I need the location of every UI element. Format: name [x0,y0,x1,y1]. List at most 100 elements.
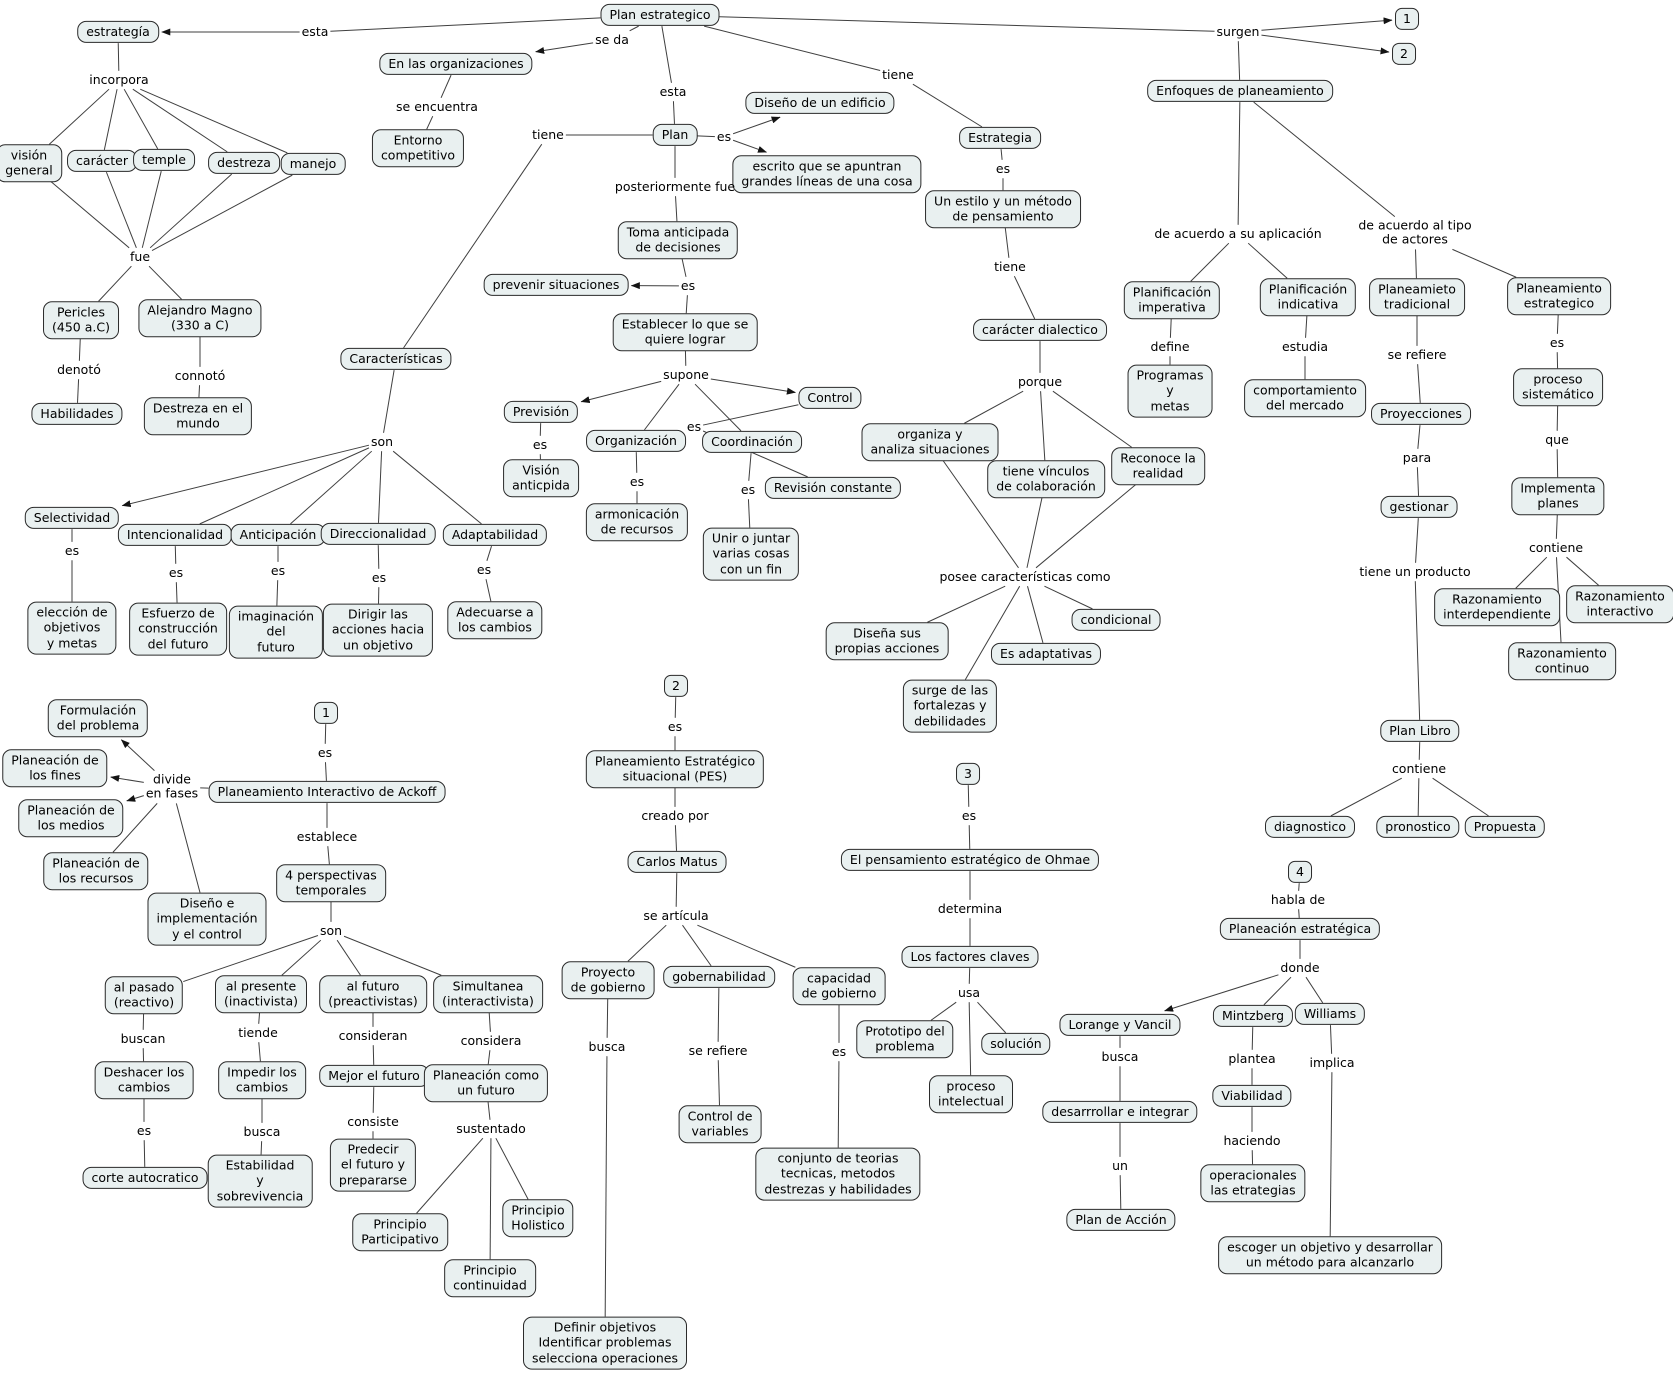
link-label-l_tiene_estilo[interactable]: tiene [994,258,1026,274]
concept-predecir[interactable]: Predecir el futuro y prepararse [329,1138,417,1192]
concept-toma[interactable]: Toma anticipada de decisiones [617,221,739,259]
concept-organizacion[interactable]: Organización [586,429,686,453]
concept-caracter[interactable]: carácter [67,149,137,173]
concept-plan_estr_c[interactable]: Planeación estratégica [1219,917,1381,941]
concept-prototipo[interactable]: Prototipo del problema [856,1020,954,1058]
link-label-l_es_toma[interactable]: es [680,277,696,293]
concept-en_org[interactable]: En las organizaciones [379,52,533,76]
concept-estilo[interactable]: Un estilo y un método de pensamiento [925,190,1081,228]
concept-proceso_sist[interactable]: proceso sistemático [1513,368,1603,406]
concept-num2_t[interactable]: 2 [1392,42,1416,66]
link-label-l_plantea[interactable]: plantea [1228,1050,1276,1066]
concept-viabilidad[interactable]: Viabilidad [1212,1084,1292,1108]
concept-gobernabilidad[interactable]: gobernabilidad [663,965,775,989]
concept-deshacer[interactable]: Deshacer los cambios [94,1061,194,1099]
concept-organiza[interactable]: organiza y analiza situaciones [861,423,999,461]
concept-plan_imper[interactable]: Planificación imperativa [1123,281,1221,319]
concept-conjunto[interactable]: conjunto de teorias tecnicas, metodos de… [755,1147,921,1201]
concept-plan_accion[interactable]: Plan de Acción [1066,1208,1176,1232]
concept-c1[interactable]: 1 [314,701,338,725]
concept-adaptativas[interactable]: Es adaptativas [990,642,1102,666]
concept-persp4[interactable]: 4 perspectivas temporales [276,864,386,902]
link-label-l_son2[interactable]: son [319,922,343,938]
concept-medios[interactable]: Planeación de los medios [18,799,124,837]
concept-fines[interactable]: Planeación de los fines [2,749,108,787]
concept-c4[interactable]: 4 [1288,860,1312,884]
concept-williams[interactable]: Williams [1294,1002,1366,1026]
concept-entorno[interactable]: Entorno competitivo [371,129,465,167]
link-label-l_divide[interactable]: divide en fases [145,771,199,801]
concept-recursos[interactable]: Planeación de los recursos [43,852,149,890]
link-label-l_busca_lor[interactable]: busca [1101,1048,1139,1064]
link-label-l_establece[interactable]: establece [296,828,358,844]
concept-armonicacion[interactable]: armonicación de recursos [585,503,689,541]
link-label-l_serefiere1[interactable]: se refiere [1387,346,1447,362]
concept-implementa[interactable]: Implementa planes [1511,477,1605,515]
concept-pasado[interactable]: al pasado (reactivo) [104,976,184,1014]
link-label-l_es_prev[interactable]: es [532,436,548,452]
concept-estrategia[interactable]: estrategía [77,20,159,44]
concept-proyecto[interactable]: Proyecto de gobierno [561,961,655,999]
concept-anticipacion[interactable]: Anticipación [230,523,326,547]
concept-adaptabilidad[interactable]: Adaptabilidad [442,523,548,547]
concept-raz_cont[interactable]: Razonamiento continuo [1508,642,1616,680]
concept-plan_futuro[interactable]: Planeación como un futuro [423,1064,549,1102]
link-label-l_busca_proy[interactable]: busca [588,1038,626,1054]
concept-participativo[interactable]: Principio Participativo [352,1213,448,1251]
concept-pes[interactable]: Planeamiento Estratégico situacional (PE… [585,750,765,788]
concept-diseno_edificio[interactable]: Diseño de un edificio [745,91,895,115]
link-label-l_posee[interactable]: posee características como [939,568,1111,584]
concept-vision_ant[interactable]: Visión anticpida [503,459,579,497]
concept-pericles[interactable]: Pericles (450 a.C) [43,301,119,339]
concept-formulacion[interactable]: Formulación del problema [47,699,149,737]
link-label-l_estudia[interactable]: estudia [1281,338,1329,354]
link-label-l_es_desh[interactable]: es [136,1122,152,1138]
concept-diagnostico[interactable]: diagnostico [1265,815,1355,839]
concept-capacidad[interactable]: capacidad de gobierno [792,967,886,1005]
link-label-l_habla[interactable]: habla de [1270,891,1326,907]
concept-surge[interactable]: surge de las fortalezas y debilidades [902,679,998,733]
concept-presente[interactable]: al presente (inactivista) [215,975,307,1013]
link-label-l_es_coord[interactable]: es [740,481,756,497]
concept-destreza[interactable]: destreza [208,151,280,175]
concept-c3[interactable]: 3 [956,762,980,786]
concept-propuesta[interactable]: Propuesta [1464,815,1546,839]
link-label-l_creado[interactable]: creado por [641,807,709,823]
concept-escoger[interactable]: escoger un objetivo y desarrollar un mét… [1218,1236,1442,1274]
concept-esfuerzo[interactable]: Esfuerzo de construcción del futuro [129,602,227,656]
concept-plan_trad[interactable]: Planeamieto tradicional [1369,278,1465,316]
concept-proyecciones[interactable]: Proyecciones [1371,402,1471,426]
link-label-l_esta1[interactable]: esta [301,23,329,39]
link-label-l_es_adap[interactable]: es [476,561,492,577]
concept-desarrollar[interactable]: desarrrollar e integrar [1042,1100,1198,1124]
concept-mintzberg[interactable]: Mintzberg [1212,1004,1294,1028]
concept-imaginacion[interactable]: imaginación del futuro [228,605,324,659]
concept-simultanea[interactable]: Simultanea (interactivista) [433,975,543,1013]
concept-destreza_mundo[interactable]: Destreza en el mundo [143,397,253,435]
link-label-l_es_ant[interactable]: es [270,562,286,578]
link-label-l_que[interactable]: que [1545,431,1569,447]
link-label-l_para[interactable]: para [1402,449,1432,465]
concept-eleccion[interactable]: elección de objetivos y metas [27,601,117,655]
concept-plan_indic[interactable]: Planificación indicativa [1259,278,1357,316]
link-label-l_actores[interactable]: de acuerdo al tipo de actores [1358,217,1472,247]
concept-continuidad[interactable]: Principio continuidad [444,1259,536,1297]
link-label-l_determina[interactable]: determina [937,900,1003,916]
link-label-l_es_c2[interactable]: es [667,718,683,734]
concept-factores[interactable]: Los factores claves [901,945,1039,969]
concept-prevision[interactable]: Previsión [503,400,579,424]
link-label-l_es_plan[interactable]: es [716,128,732,144]
link-label-l_porque[interactable]: porque [1017,373,1063,389]
concept-ohmae[interactable]: El pensamiento estratégico de Ohmae [840,848,1100,872]
concept-impedir[interactable]: Impedir los cambios [218,1061,306,1099]
concept-operacionales[interactable]: operacionales las etrategias [1200,1164,1306,1202]
link-label-l_un[interactable]: un [1112,1157,1128,1173]
concept-gestionar[interactable]: gestionar [1380,495,1458,519]
concept-disena[interactable]: Diseña sus propias acciones [825,622,949,660]
concept-vinculos[interactable]: tiene vínculos de colaboración [987,460,1105,498]
link-label-l_considera[interactable]: considera [460,1032,522,1048]
concept-programas[interactable]: Programas y metas [1127,364,1213,418]
link-label-l_es_sel[interactable]: es [64,542,80,558]
concept-c2[interactable]: 2 [664,674,688,698]
concept-direccionalidad[interactable]: Direccionalidad [320,522,436,546]
